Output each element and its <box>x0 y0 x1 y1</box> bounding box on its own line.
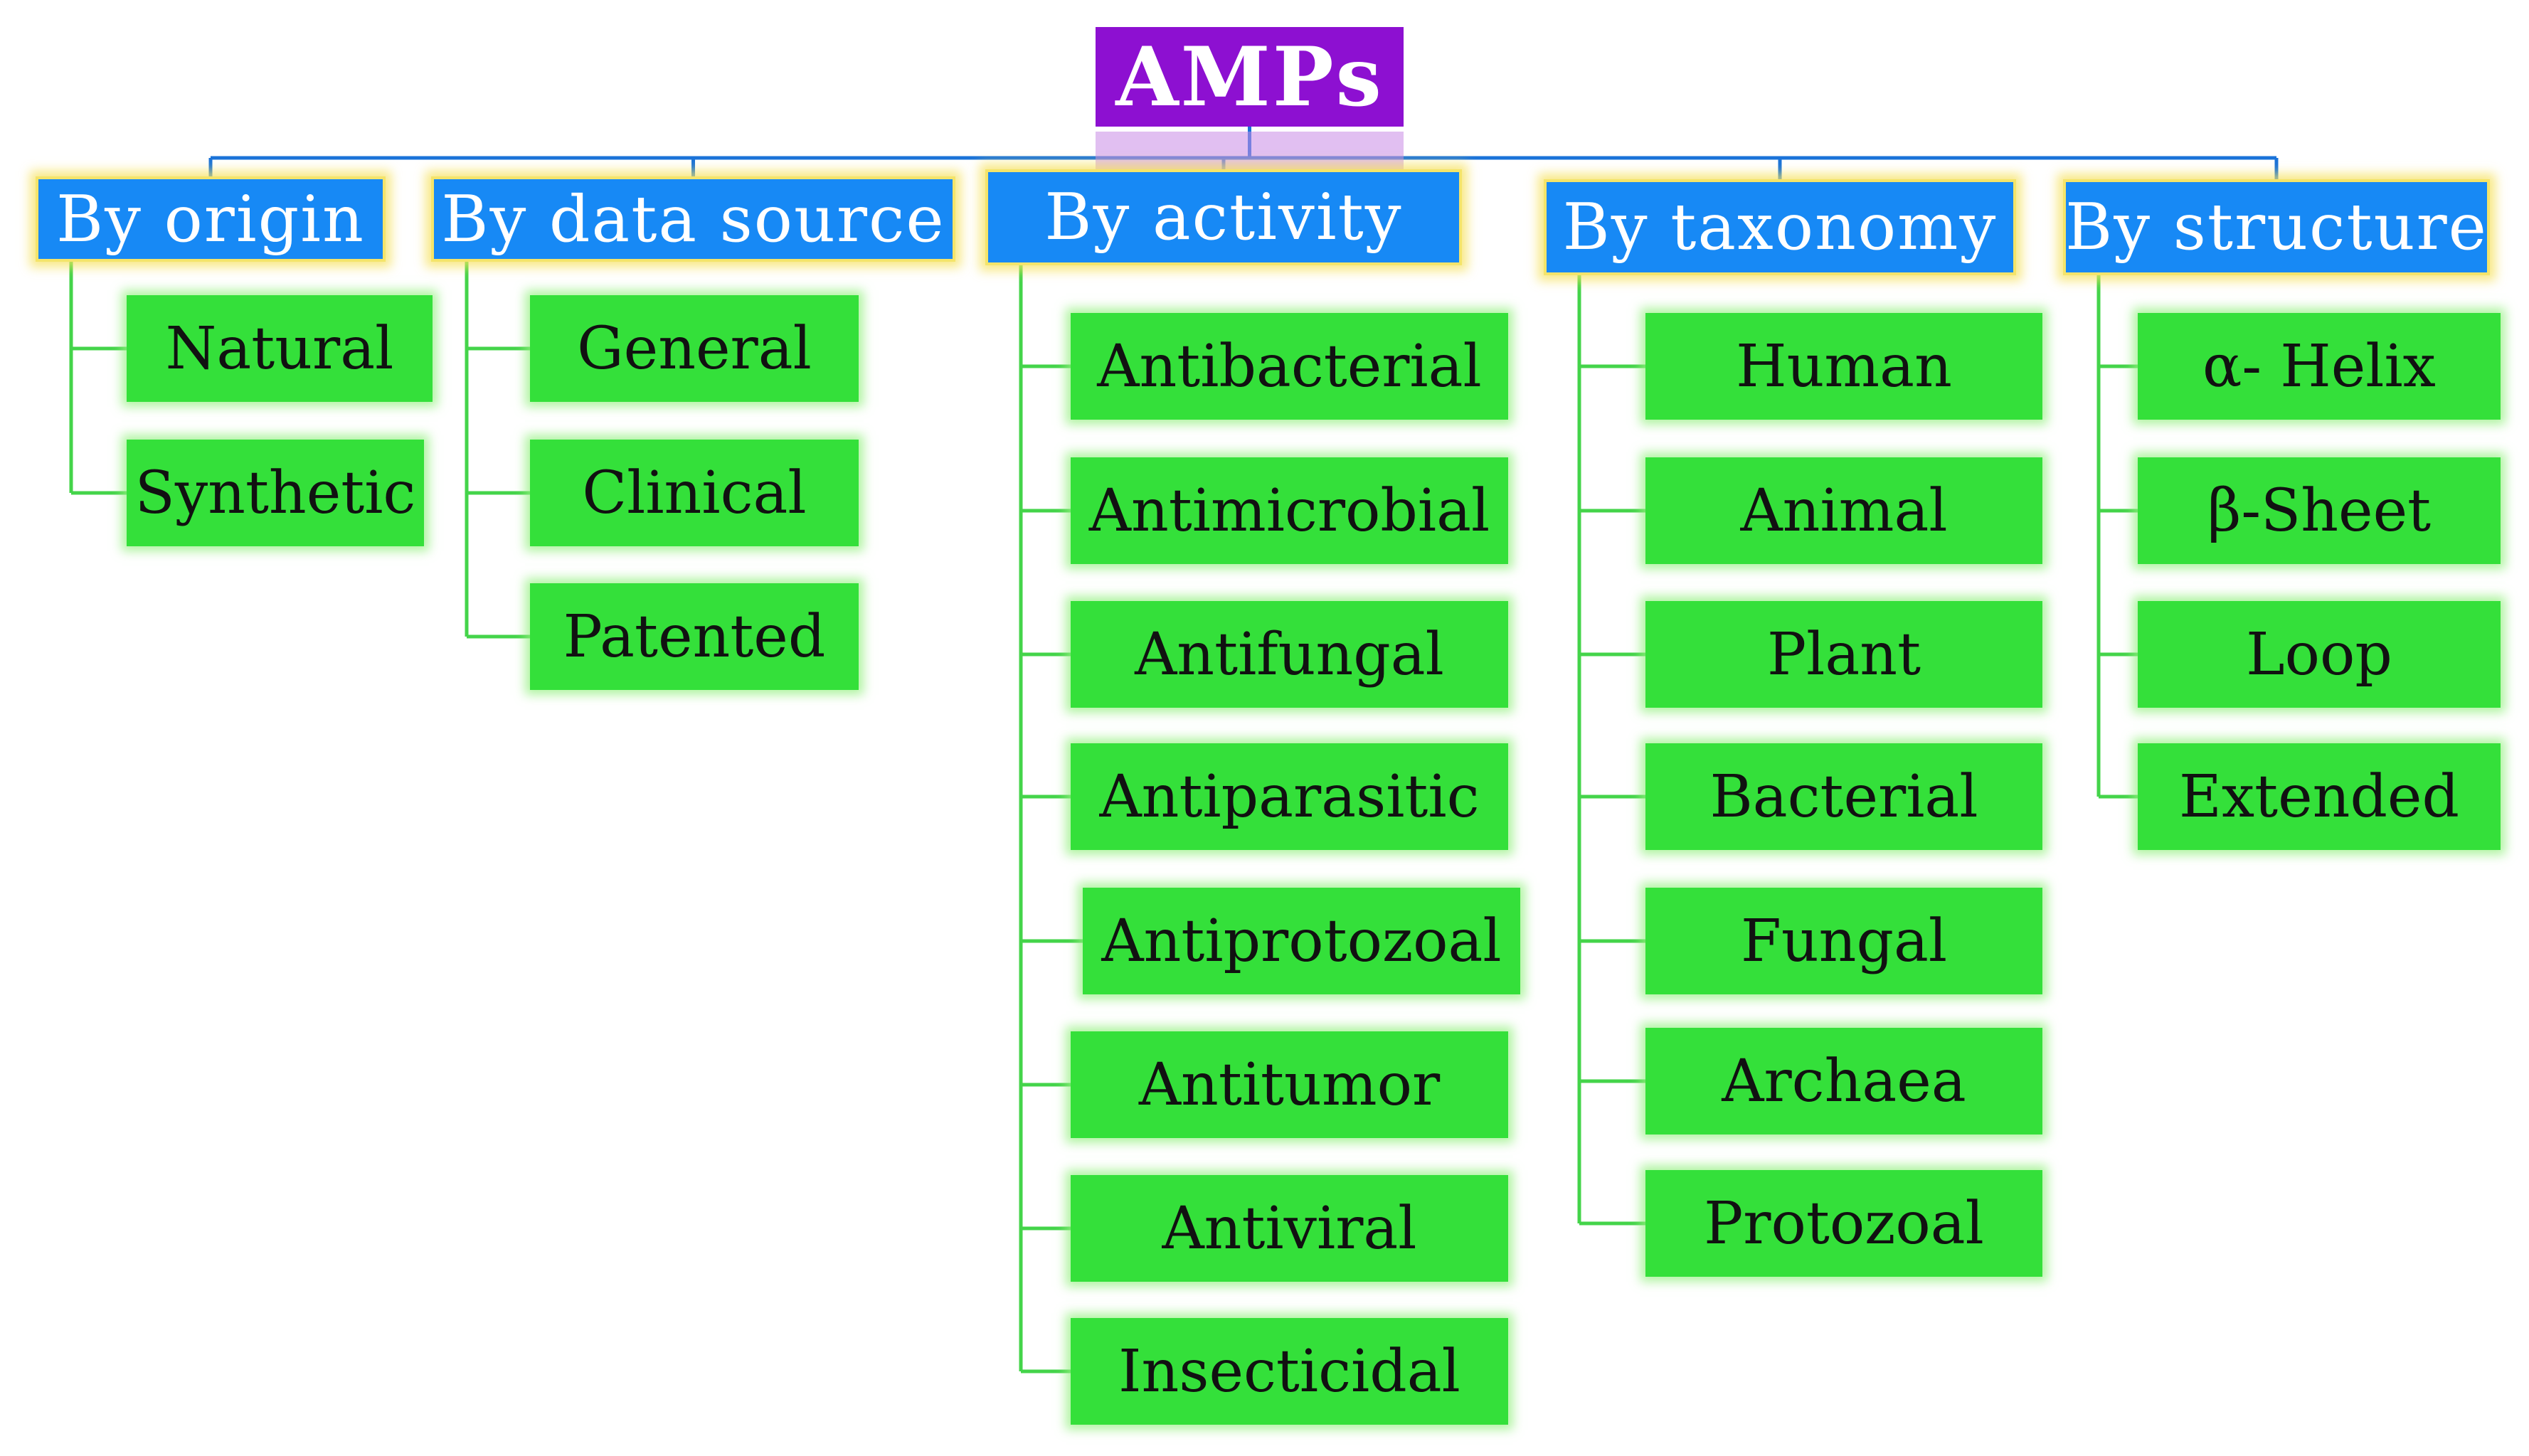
leaf-antiviral: Antiviral <box>1071 1175 1508 1282</box>
leaf-extended: Extended <box>2138 743 2501 850</box>
leaf-plant: Plant <box>1645 601 2042 708</box>
leaf-antimicrobial: Antimicrobial <box>1071 457 1508 564</box>
root-node-amps: AMPs <box>1096 27 1404 127</box>
leaf-patented: Patented <box>530 583 859 690</box>
leaf-human: Human <box>1645 313 2042 420</box>
leaf-antibacterial: Antibacterial <box>1071 313 1508 420</box>
leaf-antiprotozoal: Antiprotozoal <box>1083 888 1520 994</box>
leaf-protozoal: Protozoal <box>1645 1170 2042 1277</box>
leaf-beta-sheet: β-Sheet <box>2138 457 2501 564</box>
leaf-archaea: Archaea <box>1645 1028 2042 1134</box>
root-node-reflection <box>1096 132 1404 171</box>
leaf-antiparasitic: Antiparasitic <box>1071 743 1508 850</box>
leaf-antifungal: Antifungal <box>1071 601 1508 708</box>
leaf-clinical: Clinical <box>530 440 859 546</box>
category-by-activity: By activity <box>985 169 1462 265</box>
leaf-animal: Animal <box>1645 457 2042 564</box>
leaf-natural: Natural <box>127 295 433 402</box>
leaf-fungal: Fungal <box>1645 888 2042 994</box>
category-by-structure: By structure <box>2063 179 2490 275</box>
leaf-loop: Loop <box>2138 601 2501 708</box>
category-by-data-source: By data source <box>431 176 955 262</box>
leaf-insecticidal: Insecticidal <box>1071 1318 1508 1425</box>
leaf-bacterial: Bacterial <box>1645 743 2042 850</box>
leaf-general: General <box>530 295 859 402</box>
leaf-antitumor: Antitumor <box>1071 1031 1508 1138</box>
leaf-synthetic: Synthetic <box>127 440 424 546</box>
category-by-origin: By origin <box>36 176 386 262</box>
leaf-alpha-helix: α- Helix <box>2138 313 2501 420</box>
category-by-taxonomy: By taxonomy <box>1544 179 2016 275</box>
